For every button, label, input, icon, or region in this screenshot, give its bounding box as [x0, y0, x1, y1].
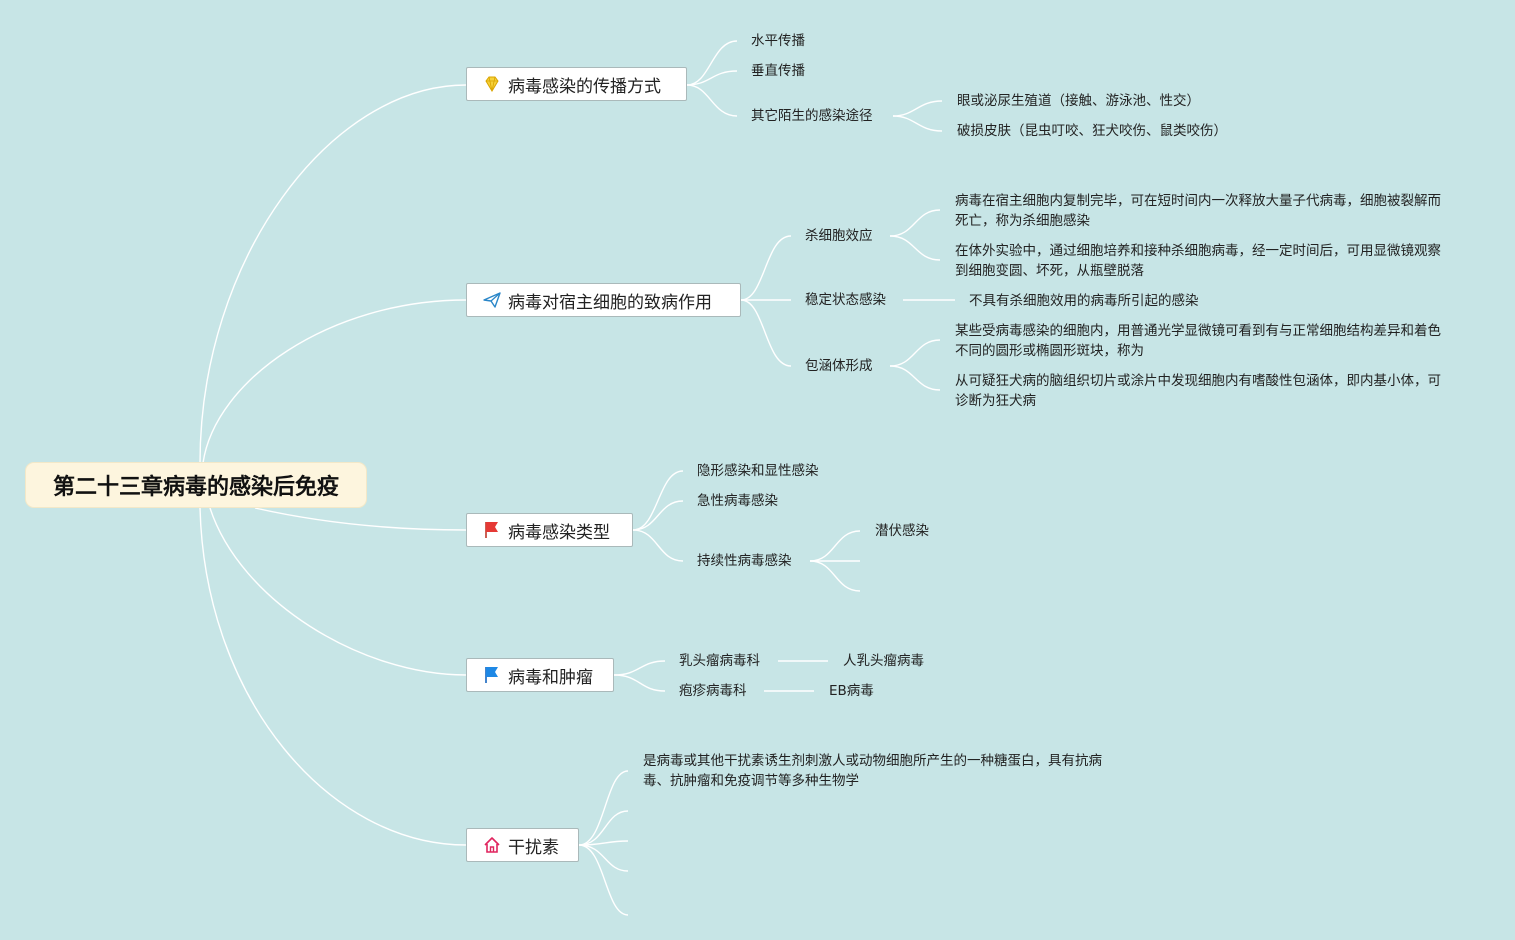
leaf-inclusion-def[interactable]: 某些受病毒感染的细胞内，用普通光学显微镜可看到有与正常细胞结构差异和着色不同的圆… [955, 323, 1441, 359]
sub-vertical[interactable]: 垂直传播 [751, 63, 805, 79]
red-flag-icon [483, 521, 501, 539]
sub-steady-state[interactable]: 稳定状态感染 [805, 292, 886, 308]
paper-plane-icon [483, 291, 501, 309]
leaf-hpv[interactable]: 人乳头瘤病毒 [843, 653, 924, 669]
topic-infection-types[interactable]: 病毒感染类型 [466, 513, 633, 547]
topic-transmission[interactable]: 病毒感染的传播方式 [466, 67, 687, 101]
leaf-eye-urogenital[interactable]: 眼或泌尿生殖道（接触、游泳池、性交） [957, 93, 1200, 109]
topic-interferon[interactable]: 干扰素 [466, 828, 579, 862]
sub-acute[interactable]: 急性病毒感染 [697, 493, 778, 509]
topic-label: 病毒和肿瘤 [508, 667, 593, 688]
sub-persistent[interactable]: 持续性病毒感染 [697, 553, 792, 569]
leaf-cytocidal-def[interactable]: 病毒在宿主细胞内复制完毕，可在短时间内一次释放大量子代病毒，细胞被裂解而死亡，称… [955, 193, 1441, 229]
topic-label: 病毒对宿主细胞的致病作用 [508, 292, 712, 313]
sub-herpesviridae[interactable]: 疱疹病毒科 [679, 683, 747, 699]
leaf-negri-body[interactable]: 从可疑狂犬病的脑组织切片或涂片中发现细胞内有嗜酸性包涵体，即内基小体，可诊断为狂… [955, 373, 1441, 409]
sub-inapparent-apparent[interactable]: 隐形感染和显性感染 [697, 463, 819, 479]
blue-flag-icon [483, 666, 501, 684]
sub-other-routes[interactable]: 其它陌生的感染途径 [751, 108, 873, 124]
sub-horizontal[interactable]: 水平传播 [751, 33, 805, 49]
topic-virus-tumor[interactable]: 病毒和肿瘤 [466, 658, 614, 692]
leaf-latent[interactable]: 潜伏感染 [875, 523, 929, 539]
topic-label: 病毒感染类型 [508, 522, 610, 543]
link-root-topic1 [202, 299, 467, 464]
leaf-steady-def[interactable]: 不具有杀细胞效用的病毒所引起的感染 [969, 293, 1199, 309]
topic-label: 干扰素 [508, 837, 559, 858]
link-root-topic0 [199, 84, 467, 464]
leaf-cytocidal-exp[interactable]: 在体外实验中，通过细胞培养和接种杀细胞病毒，经一定时间后，可用显微镜观察到细胞变… [955, 243, 1441, 279]
leaf-broken-skin[interactable]: 破损皮肤（昆虫叮咬、狂犬咬伤、鼠类咬伤） [957, 123, 1227, 139]
root-topic[interactable]: 第二十三章病毒的感染后免疫 [26, 463, 366, 507]
home-icon [483, 836, 501, 854]
sub-papillomaviridae[interactable]: 乳头瘤病毒科 [679, 653, 760, 669]
leaf-ebv[interactable]: EB病毒 [829, 683, 874, 699]
sub-inclusion-body[interactable]: 包涵体形成 [805, 358, 873, 374]
topic-pathogenic-effect[interactable]: 病毒对宿主细胞的致病作用 [466, 283, 741, 317]
leaf-interferon-def[interactable]: 是病毒或其他干扰素诱生剂刺激人或动物细胞所产生的一种糖蛋白，具有抗病毒、抗肿瘤和… [643, 753, 1102, 789]
topic-label: 病毒感染的传播方式 [508, 76, 661, 97]
link-root-topic4 [199, 507, 467, 846]
link-root-topic2 [254, 507, 467, 531]
link-root-topic3 [209, 507, 467, 676]
sub-cytocidal[interactable]: 杀细胞效应 [805, 228, 873, 244]
diamond-icon [483, 75, 501, 93]
